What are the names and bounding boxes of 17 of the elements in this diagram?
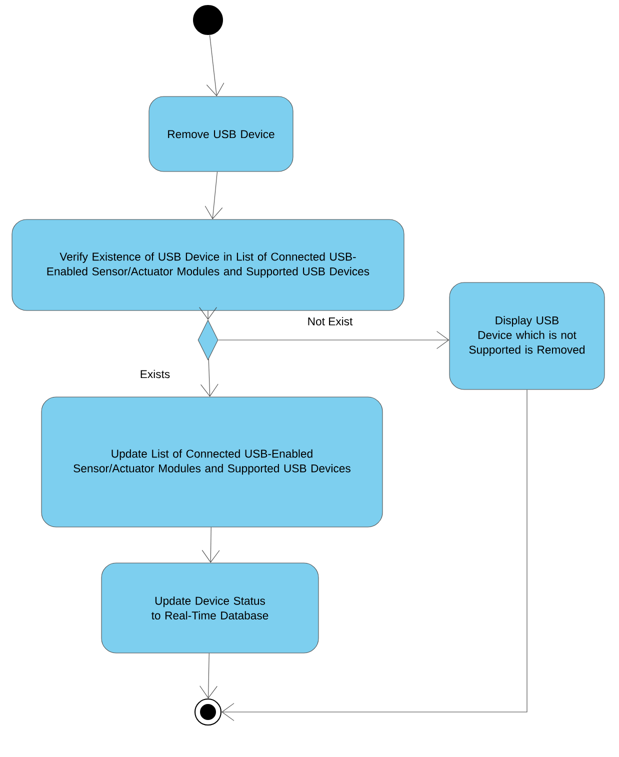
arrow <box>218 331 450 349</box>
end-node <box>194 698 222 726</box>
edge-label: Exists <box>140 370 170 378</box>
arrow <box>206 34 224 96</box>
arrow <box>202 527 220 563</box>
decision-diamond <box>198 320 218 360</box>
edge-label: Not Exist <box>308 317 353 326</box>
arrow <box>222 390 528 721</box>
start-node <box>193 5 223 35</box>
arrow <box>200 358 218 397</box>
activity-box: Update List of Connected USB-Enabled Sensor/Actuator Modules and Supported USB Devices <box>41 396 383 528</box>
arrow <box>204 172 223 220</box>
activity-box: Display USB Device which is not Supported is Removed <box>449 282 605 390</box>
activity-box: Remove USB Device <box>148 96 294 172</box>
activity-box: Update Device Status to Real-Time Database <box>101 562 319 654</box>
arrow <box>200 653 218 698</box>
activity-box: Verify Existence of USB Device in List of Connected USB-Enabled Sensor/Actuator Modules and Supported USB Devices <box>12 219 404 311</box>
